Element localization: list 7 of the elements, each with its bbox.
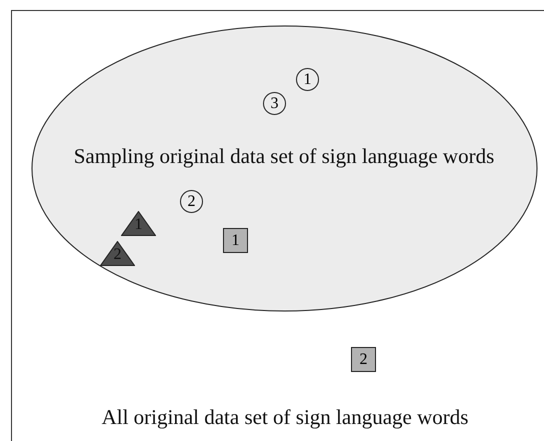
marker-label: 1	[134, 217, 142, 233]
square-marker: 2	[351, 347, 376, 372]
square-marker: 1	[223, 228, 248, 253]
marker-label: 2	[114, 247, 122, 263]
frame-border	[11, 10, 544, 441]
frame-caption: All original data set of sign language words	[102, 405, 468, 430]
region-caption: Sampling original data set of sign language words	[74, 144, 494, 169]
